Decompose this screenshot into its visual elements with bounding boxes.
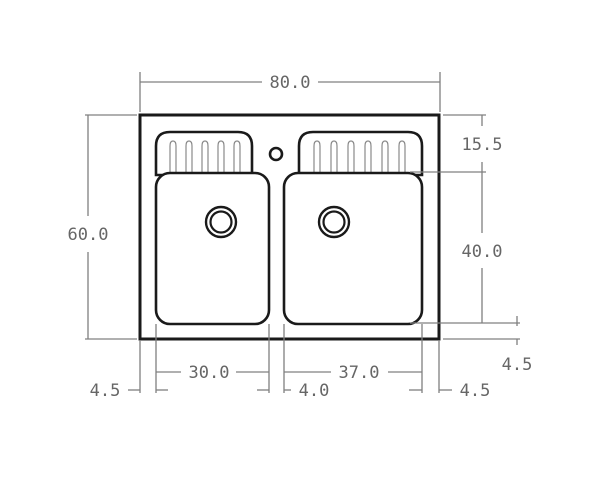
drainboard-depth-label: 15.5 <box>462 135 503 155</box>
left-margin-label: 4.5 <box>90 381 121 401</box>
left-bowl <box>154 171 271 326</box>
bowl-depth-label: 40.0 <box>462 242 503 262</box>
left-drainboard <box>154 130 254 177</box>
right-drainboard <box>297 130 424 177</box>
dimension-front-margin: 4.5 <box>443 338 533 375</box>
left-drain-icon <box>204 205 238 239</box>
sink-outline <box>138 113 441 341</box>
right-margin-label: 4.5 <box>460 381 491 401</box>
bottom-extension-lines <box>139 324 440 393</box>
right-bowl-width-label: 37.0 <box>339 363 380 383</box>
dimension-bowl-depth: 40.0 <box>410 172 520 326</box>
dimension-overall-width: 80.0 <box>139 72 441 112</box>
right-drainboard-ribs <box>313 140 406 172</box>
front-margin-label: 4.5 <box>502 355 533 375</box>
dimension-right-margin: 4.5 <box>409 381 490 401</box>
dimension-left-margin: 4.5 <box>90 381 168 401</box>
right-drain-icon <box>317 205 351 239</box>
bowl-gap-label: 4.0 <box>299 381 330 401</box>
overall-width-label: 80.0 <box>270 73 311 93</box>
dimension-left-bowl-width: 30.0 <box>156 363 269 383</box>
dimension-drainboard-depth: 15.5 <box>410 114 503 173</box>
left-drainboard-ribs <box>169 140 241 172</box>
dimension-right-bowl-width: 37.0 <box>284 363 422 383</box>
dimension-bowl-gap: 4.0 <box>257 381 329 401</box>
right-bowl <box>282 171 424 326</box>
overall-depth-label: 60.0 <box>68 225 109 245</box>
left-bowl-width-label: 30.0 <box>189 363 230 383</box>
dimension-overall-depth: 60.0 <box>68 114 137 340</box>
faucet-hole <box>268 146 284 162</box>
